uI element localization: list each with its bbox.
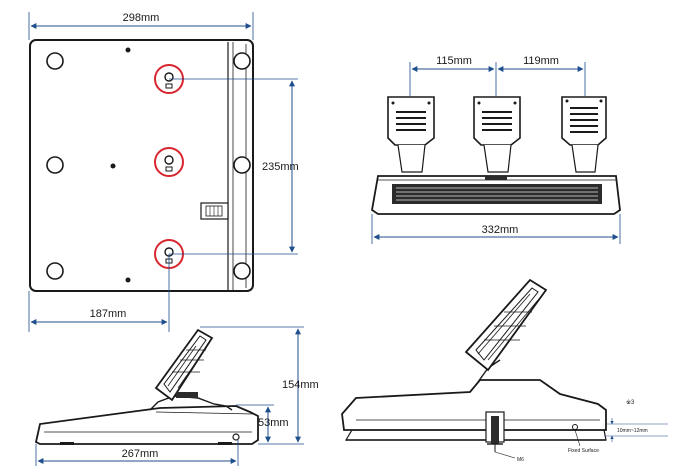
front-view: 115mm 119mm	[371, 55, 621, 244]
side-base-height-label: 53mm	[258, 417, 289, 429]
side-length-label: 267mm	[122, 448, 159, 460]
m6-bolt	[485, 411, 516, 459]
side-view: 154mm 53mm 267mm	[34, 326, 319, 466]
fixed-surface-label: Fixed Surface	[568, 448, 599, 454]
top-view: 298mm	[28, 12, 299, 332]
pedal-left	[387, 96, 435, 173]
dimension-hole-spacing: 235mm	[169, 78, 299, 255]
mounting-circles	[46, 47, 251, 283]
dimension-base-width: 332mm	[371, 214, 621, 244]
baseplate-outline	[29, 39, 254, 292]
highlighted-mounting-holes	[154, 64, 184, 269]
pedal-base-front	[371, 175, 621, 215]
dimension-top-width: 298mm	[28, 12, 254, 40]
pedal-spacing-right-label: 119mm	[523, 55, 559, 67]
pedal-right	[561, 96, 607, 173]
top-width-label: 298mm	[123, 12, 160, 24]
hole-offset-label: 187mm	[90, 308, 127, 320]
mounted-side-view: 10mm~12mm ※3 M6 Fixed Surface	[341, 278, 668, 463]
note-mark: ※3	[626, 399, 635, 406]
dimension-side-length: 267mm	[35, 440, 239, 466]
dimension-pedal-spacing: 115mm 119mm	[409, 55, 586, 96]
pedal-spacing-left-label: 115mm	[436, 55, 472, 67]
thickness-callout: 10mm~12mm ※3	[606, 399, 668, 442]
pedal-center	[473, 96, 521, 173]
thickness-label: 10mm~12mm	[617, 428, 648, 434]
base-width-label: 332mm	[482, 224, 519, 236]
side-height-label: 154mm	[282, 379, 319, 391]
dimension-side-base-height: 53mm	[236, 404, 289, 443]
thread-label: M6	[517, 457, 524, 463]
dimension-hole-offset: 187mm	[28, 254, 170, 332]
dimension-side-height: 154mm	[200, 326, 319, 445]
hole-spacing-label: 235mm	[262, 161, 299, 173]
